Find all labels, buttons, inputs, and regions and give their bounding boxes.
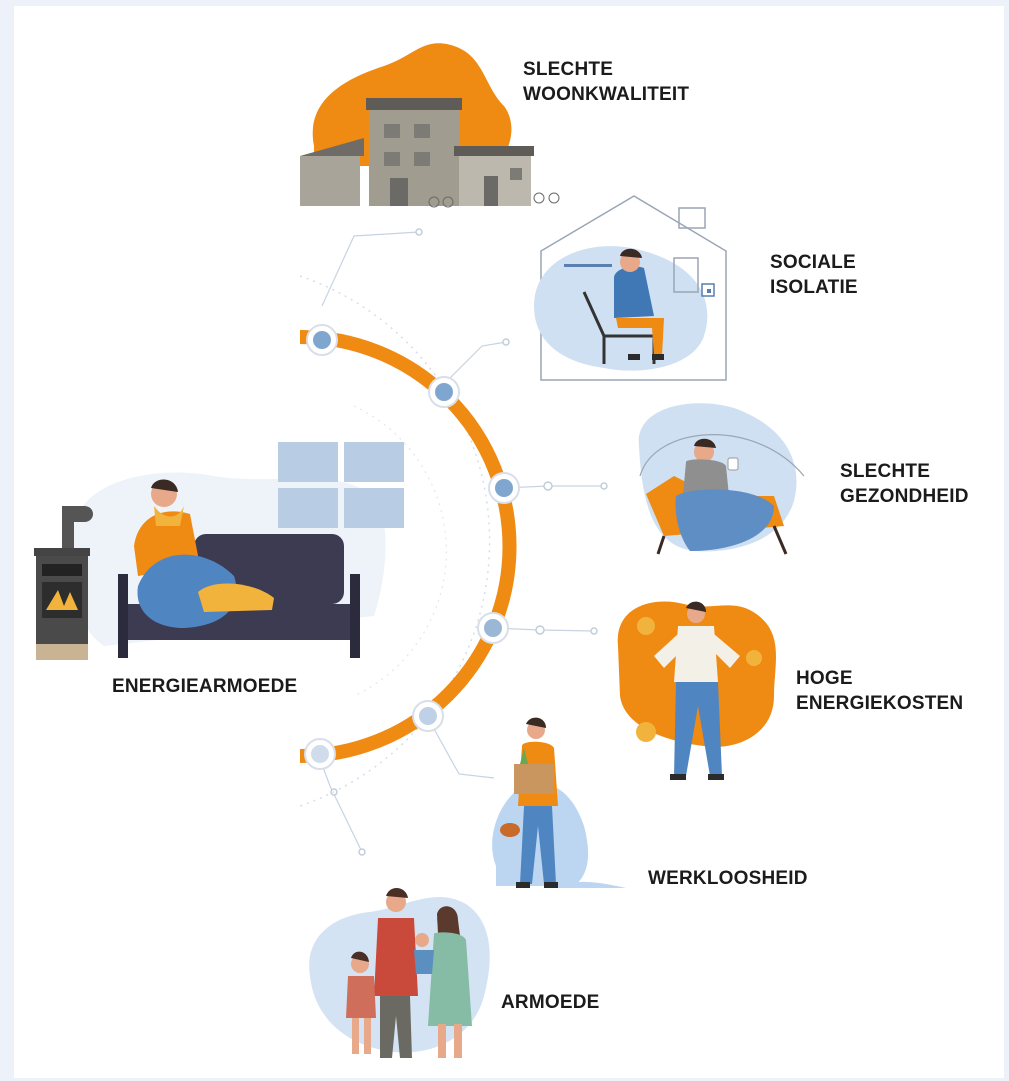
label-line: ENERGIEKOSTEN bbox=[796, 693, 964, 714]
label-hoge-energiekosten: HOGE ENERGIEKOSTEN bbox=[796, 666, 963, 716]
unemployed-person-illustration bbox=[492, 717, 626, 888]
label-line: WOONKWALITEIT bbox=[523, 84, 690, 105]
sofa-illustration bbox=[70, 442, 404, 658]
label-energiearmoede: ENERGIEARMOEDE bbox=[112, 674, 297, 699]
dotted-arc-outer bbox=[299, 275, 491, 807]
label-line: SOCIALE bbox=[770, 252, 856, 273]
label-armoede: ARMOEDE bbox=[501, 990, 600, 1015]
arc-node bbox=[428, 376, 460, 408]
stove-icon bbox=[34, 506, 93, 660]
label-slechte-woonkwaliteit: SLECHTE WOONKWALITEIT bbox=[523, 57, 689, 107]
label-line: SLECHTE bbox=[840, 461, 931, 482]
dotted-arc-inner bbox=[353, 405, 447, 697]
label-line: HOGE bbox=[796, 668, 853, 689]
label-line: SLECHTE bbox=[523, 59, 614, 80]
arc-nodes bbox=[304, 324, 520, 770]
arc-node bbox=[306, 324, 338, 356]
arc-node bbox=[412, 700, 444, 732]
empty-pockets-illustration bbox=[617, 601, 776, 780]
label-line: ENERGIEARMOEDE bbox=[112, 676, 298, 697]
label-slechte-gezondheid: SLECHTE GEZONDHEID bbox=[840, 459, 969, 509]
arc-node bbox=[477, 612, 509, 644]
diagram-svg bbox=[34, 43, 805, 1058]
main-arc bbox=[299, 330, 517, 763]
label-werkloosheid: WERKLOOSHEID bbox=[648, 866, 808, 891]
label-line: ARMOEDE bbox=[501, 992, 600, 1013]
house-illustration bbox=[300, 43, 560, 208]
isolation-illustration bbox=[534, 195, 727, 381]
arc-node bbox=[488, 472, 520, 504]
label-sociale-isolatie: SOCIALE ISOLATIE bbox=[770, 250, 858, 300]
diagram-canvas: SLECHTE WOONKWALITEIT SOCIALE ISOLATIE S… bbox=[14, 6, 1004, 1078]
family-illustration bbox=[309, 887, 490, 1058]
sick-person-illustration bbox=[638, 403, 805, 555]
label-line: WERKLOOSHEID bbox=[648, 868, 808, 889]
label-line: ISOLATIE bbox=[770, 277, 858, 298]
arc-node bbox=[304, 738, 336, 770]
label-line: GEZONDHEID bbox=[840, 486, 969, 507]
window-icon bbox=[278, 442, 404, 528]
connector-dots bbox=[330, 228, 608, 856]
